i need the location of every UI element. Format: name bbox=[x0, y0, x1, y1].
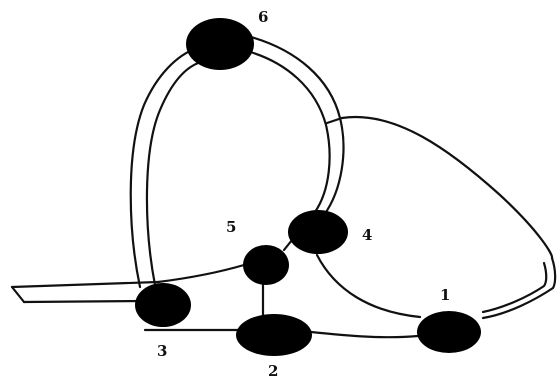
right-lobe-right-outer bbox=[481, 256, 557, 320]
right-lobe-inner bbox=[315, 253, 422, 319]
right-lobe-outer bbox=[340, 115, 554, 260]
node-2-label: 2 bbox=[268, 362, 278, 379]
edge-4-5 bbox=[282, 238, 294, 252]
edge-6-4-outer bbox=[249, 35, 345, 217]
right-lobe-right-inner bbox=[481, 261, 548, 314]
edge-3-5-top bbox=[156, 263, 246, 284]
left-band-top-edge bbox=[10, 280, 160, 289]
left-band bbox=[10, 280, 160, 304]
edge-6-4-inner bbox=[245, 49, 331, 214]
right-lobe bbox=[315, 115, 557, 320]
left-band-left-edge bbox=[10, 285, 26, 304]
node-3-label: 3 bbox=[157, 342, 167, 360]
loop-3-6-outer bbox=[129, 46, 199, 289]
node-6-label: 6 bbox=[258, 8, 268, 26]
node-6 bbox=[186, 18, 254, 70]
node-1-label: 1 bbox=[440, 286, 450, 304]
edge-6-4 bbox=[245, 35, 345, 217]
left-band-bottom-edge bbox=[22, 299, 147, 304]
node-3 bbox=[135, 283, 191, 327]
node-1 bbox=[417, 311, 481, 353]
edge-2-1 bbox=[309, 330, 420, 339]
edge-6-4-crossbar bbox=[325, 116, 344, 125]
node-4 bbox=[288, 210, 348, 254]
loop-3-6-inner bbox=[145, 60, 203, 287]
loop-3-6 bbox=[129, 46, 203, 289]
node-5-label: 5 bbox=[226, 218, 236, 236]
node-2 bbox=[236, 314, 312, 356]
node-4-label: 4 bbox=[362, 226, 372, 244]
node-5 bbox=[243, 245, 289, 285]
